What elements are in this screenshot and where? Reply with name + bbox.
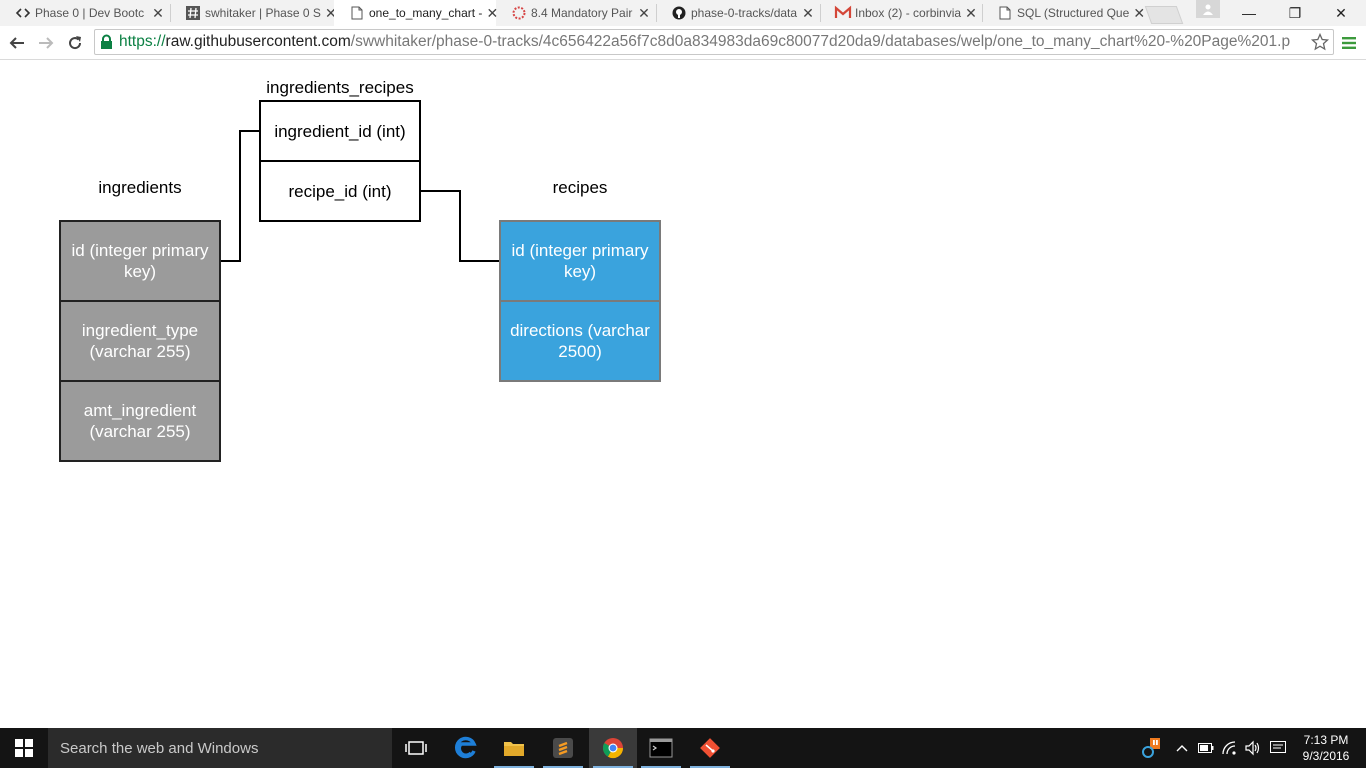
tab-title: SQL (Structured Que bbox=[1017, 6, 1130, 20]
github-icon bbox=[672, 6, 686, 20]
browser-toolbar: https://raw.githubusercontent.com/swwhit… bbox=[0, 26, 1366, 60]
code-brackets-icon bbox=[15, 6, 31, 20]
close-window-button[interactable]: ✕ bbox=[1335, 4, 1347, 21]
gmail-icon bbox=[834, 5, 852, 20]
git-icon[interactable] bbox=[686, 728, 734, 768]
field-ingredients-id: id (integer primary key) bbox=[59, 220, 221, 302]
arrow-right-icon bbox=[39, 37, 54, 49]
connector-ingredient-id bbox=[221, 130, 260, 262]
forward-button[interactable] bbox=[34, 31, 58, 55]
restore-button[interactable]: ❐ bbox=[1288, 4, 1302, 21]
document-icon bbox=[350, 6, 364, 20]
field-recipes-id: id (integer primary key) bbox=[499, 220, 661, 302]
url-text: https://raw.githubusercontent.com/swwhit… bbox=[119, 33, 1309, 51]
table-title-recipes: recipes bbox=[552, 178, 608, 197]
tab-separator bbox=[820, 4, 821, 22]
address-bar[interactable]: https://raw.githubusercontent.com/swwhit… bbox=[94, 29, 1334, 55]
close-icon[interactable]: ✕ bbox=[324, 4, 337, 21]
chrome-icon[interactable] bbox=[589, 728, 637, 768]
taskbar-search-box[interactable]: Search the web and Windows bbox=[48, 728, 392, 768]
tab-title: Inbox (2) - corbinvia bbox=[855, 6, 962, 20]
tab-title: Phase 0 | Dev Bootc bbox=[35, 6, 145, 20]
tab-github-phase0-tracks[interactable]: phase-0-tracks/data ✕ bbox=[656, 0, 820, 26]
edge-icon[interactable] bbox=[442, 728, 490, 768]
chevron-up-icon[interactable] bbox=[1172, 738, 1192, 758]
bookmark-star-icon[interactable] bbox=[1309, 31, 1331, 53]
field-directions: directions (varchar 2500) bbox=[499, 302, 661, 382]
tab-title: swhitaker | Phase 0 S bbox=[205, 6, 321, 20]
url-scheme: https:// bbox=[119, 33, 166, 50]
tab-title: 8.4 Mandatory Pair bbox=[531, 6, 633, 20]
chrome-menu-button[interactable] bbox=[1338, 32, 1360, 54]
tab-separator bbox=[170, 4, 171, 22]
close-icon[interactable]: ✕ bbox=[486, 4, 499, 21]
clock-time: 7:13 PM bbox=[1303, 733, 1349, 747]
new-tab-button[interactable] bbox=[1144, 6, 1184, 24]
minimize-button[interactable]: — bbox=[1242, 5, 1256, 21]
tab-mandatory-pairing[interactable]: 8.4 Mandatory Pair ✕ bbox=[496, 0, 656, 26]
table-title-ingredients-recipes: ingredients_recipes bbox=[266, 78, 414, 97]
hash-icon bbox=[186, 6, 200, 20]
clock-date: 9/3/2016 bbox=[1302, 749, 1350, 763]
notification-alert-icon[interactable] bbox=[1142, 738, 1162, 758]
table-title-ingredients: ingredients bbox=[98, 178, 182, 197]
command-prompt-icon[interactable] bbox=[637, 728, 685, 768]
windows-logo-icon bbox=[15, 739, 33, 757]
battery-icon[interactable] bbox=[1196, 738, 1216, 758]
url-path: /swwhitaker/phase-0-tracks/4c656422a56f7… bbox=[350, 33, 1291, 50]
connector-recipe-id bbox=[421, 190, 500, 262]
er-diagram: ingredients_recipes ingredient_id (int) … bbox=[0, 61, 1366, 728]
start-button[interactable] bbox=[0, 728, 48, 768]
taskbar-clock[interactable]: 7:13 PM 9/3/2016 bbox=[1296, 732, 1356, 764]
tab-sql[interactable]: SQL (Structured Que ✕ bbox=[982, 0, 1146, 26]
windows-taskbar: Search the web and Windows bbox=[0, 728, 1366, 768]
tab-title: phase-0-tracks/data bbox=[691, 6, 798, 20]
wifi-icon[interactable] bbox=[1220, 738, 1240, 758]
reload-icon bbox=[69, 36, 82, 50]
file-explorer-icon[interactable] bbox=[490, 728, 538, 768]
dotted-circle-icon bbox=[512, 6, 526, 20]
field-amt-ingredient: amt_ingredient (varchar 255) bbox=[59, 382, 221, 462]
action-center-icon[interactable] bbox=[1268, 738, 1288, 758]
field-recipe-id: recipe_id (int) bbox=[259, 162, 421, 222]
sublime-text-icon[interactable] bbox=[539, 728, 587, 768]
profile-button[interactable] bbox=[1196, 0, 1220, 18]
lock-icon bbox=[100, 33, 114, 51]
tab-gmail-inbox[interactable]: Inbox (2) - corbinvia ✕ bbox=[820, 0, 982, 26]
arrow-left-icon bbox=[9, 37, 24, 49]
field-ingredient-type: ingredient_type (varchar 255) bbox=[59, 302, 221, 382]
close-icon[interactable]: ✕ bbox=[638, 4, 650, 21]
tab-separator bbox=[982, 4, 983, 22]
close-icon[interactable]: ✕ bbox=[1133, 4, 1146, 21]
close-icon[interactable]: ✕ bbox=[965, 4, 977, 21]
tab-swhitaker[interactable]: swhitaker | Phase 0 S ✕ bbox=[170, 0, 337, 26]
close-icon[interactable]: ✕ bbox=[152, 4, 164, 21]
tab-one-to-many-chart[interactable]: one_to_many_chart - ✕ bbox=[334, 0, 499, 26]
browser-tab-strip: Phase 0 | Dev Bootc ✕ swhitaker | Phase … bbox=[0, 0, 1366, 26]
task-view-icon[interactable] bbox=[392, 728, 440, 768]
back-button[interactable] bbox=[5, 31, 29, 55]
tab-title: one_to_many_chart - bbox=[369, 6, 483, 20]
field-ingredient-id: ingredient_id (int) bbox=[259, 100, 421, 162]
url-host: raw.githubusercontent.com bbox=[165, 33, 351, 50]
reload-button[interactable] bbox=[63, 31, 87, 55]
person-icon bbox=[1203, 4, 1213, 15]
connector-lines bbox=[221, 130, 500, 262]
close-icon[interactable]: ✕ bbox=[802, 4, 814, 21]
hamburger-menu-icon bbox=[1342, 37, 1356, 49]
document-icon bbox=[998, 6, 1012, 20]
tab-separator bbox=[656, 4, 657, 22]
tab-phase0-bootcamp[interactable]: Phase 0 | Dev Bootc ✕ bbox=[0, 0, 170, 26]
volume-icon[interactable] bbox=[1243, 738, 1263, 758]
